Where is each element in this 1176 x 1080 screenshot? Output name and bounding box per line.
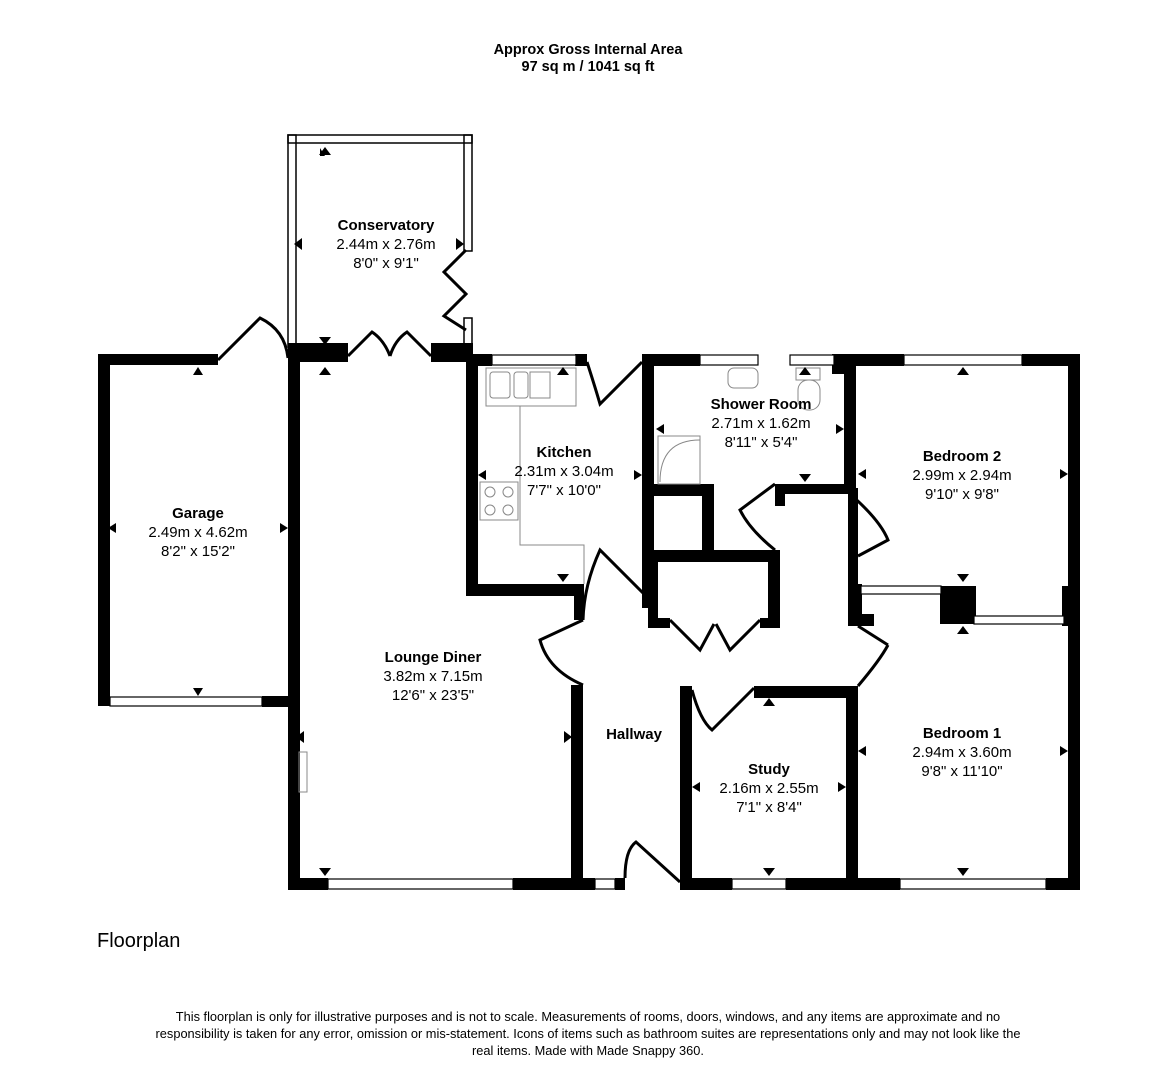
area-value: 97 sq m / 1041 sq ft — [521, 59, 655, 75]
room-bedroom-1: Bedroom 1 2.94m x 3.60m 9'8" x 11'10" — [890, 724, 1034, 781]
walls — [98, 343, 1080, 890]
room-imperial: 7'7" x 10'0" — [527, 482, 601, 499]
dimension-arrows — [108, 147, 1068, 876]
room-garage: Garage 2.49m x 4.62m 8'2" x 15'2" — [128, 504, 268, 561]
room-lounge-diner: Lounge Diner 3.82m x 7.15m 12'6" x 23'5" — [360, 648, 506, 705]
room-imperial: 12'6" x 23'5" — [391, 687, 475, 704]
room-metric: 2.94m x 3.60m — [912, 744, 1012, 761]
room-metric: 3.82m x 7.15m — [383, 668, 483, 685]
room-name: Conservatory — [337, 217, 435, 234]
room-kitchen: Kitchen 2.31m x 3.04m 7'7" x 10'0" — [496, 443, 632, 500]
room-imperial: 9'10" x 9'8" — [925, 486, 999, 503]
windows — [109, 354, 1065, 890]
room-name: Shower Room — [710, 396, 812, 413]
room-name: Hallway — [606, 726, 662, 743]
room-name: Bedroom 1 — [922, 725, 1002, 742]
area-header: Approx Gross Internal Area 97 sq m / 104… — [0, 42, 1176, 76]
fixtures — [298, 367, 821, 793]
room-metric: 2.16m x 2.55m — [719, 780, 819, 797]
doors — [216, 248, 890, 884]
room-name: Study — [748, 761, 790, 778]
room-shower-room: Shower Room 2.71m x 1.62m 8'11" x 5'4" — [686, 395, 836, 452]
room-name: Kitchen — [536, 444, 592, 461]
disclaimer-text: This floorplan is only for illustrative … — [155, 1009, 1021, 1058]
room-bedroom-2: Bedroom 2 2.99m x 2.94m 9'10" x 9'8" — [890, 447, 1034, 504]
room-metric: 2.49m x 4.62m — [148, 524, 248, 541]
room-metric: 2.99m x 2.94m — [912, 467, 1012, 484]
room-name: Lounge Diner — [384, 649, 482, 666]
room-imperial: 7'1" x 8'4" — [736, 799, 802, 816]
room-metric: 2.31m x 3.04m — [514, 463, 614, 480]
room-imperial: 8'11" x 5'4" — [724, 434, 798, 451]
floorplan-caption: Floorplan — [97, 930, 181, 952]
room-imperial: 9'8" x 11'10" — [921, 763, 1003, 780]
room-metric: 2.71m x 1.62m — [711, 415, 811, 432]
room-name: Bedroom 2 — [922, 448, 1002, 465]
room-study: Study 2.16m x 2.55m 7'1" x 8'4" — [700, 760, 838, 817]
room-name: Garage — [172, 505, 224, 522]
area-title: Approx Gross Internal Area — [493, 42, 683, 58]
room-hallway: Hallway — [594, 725, 674, 744]
room-imperial: 8'0" x 9'1" — [353, 255, 419, 272]
conservatory-glazing — [287, 134, 473, 348]
room-metric: 2.44m x 2.76m — [336, 236, 436, 253]
room-conservatory: Conservatory 2.44m x 2.76m 8'0" x 9'1" — [318, 216, 454, 273]
room-imperial: 8'2" x 15'2" — [161, 543, 235, 560]
